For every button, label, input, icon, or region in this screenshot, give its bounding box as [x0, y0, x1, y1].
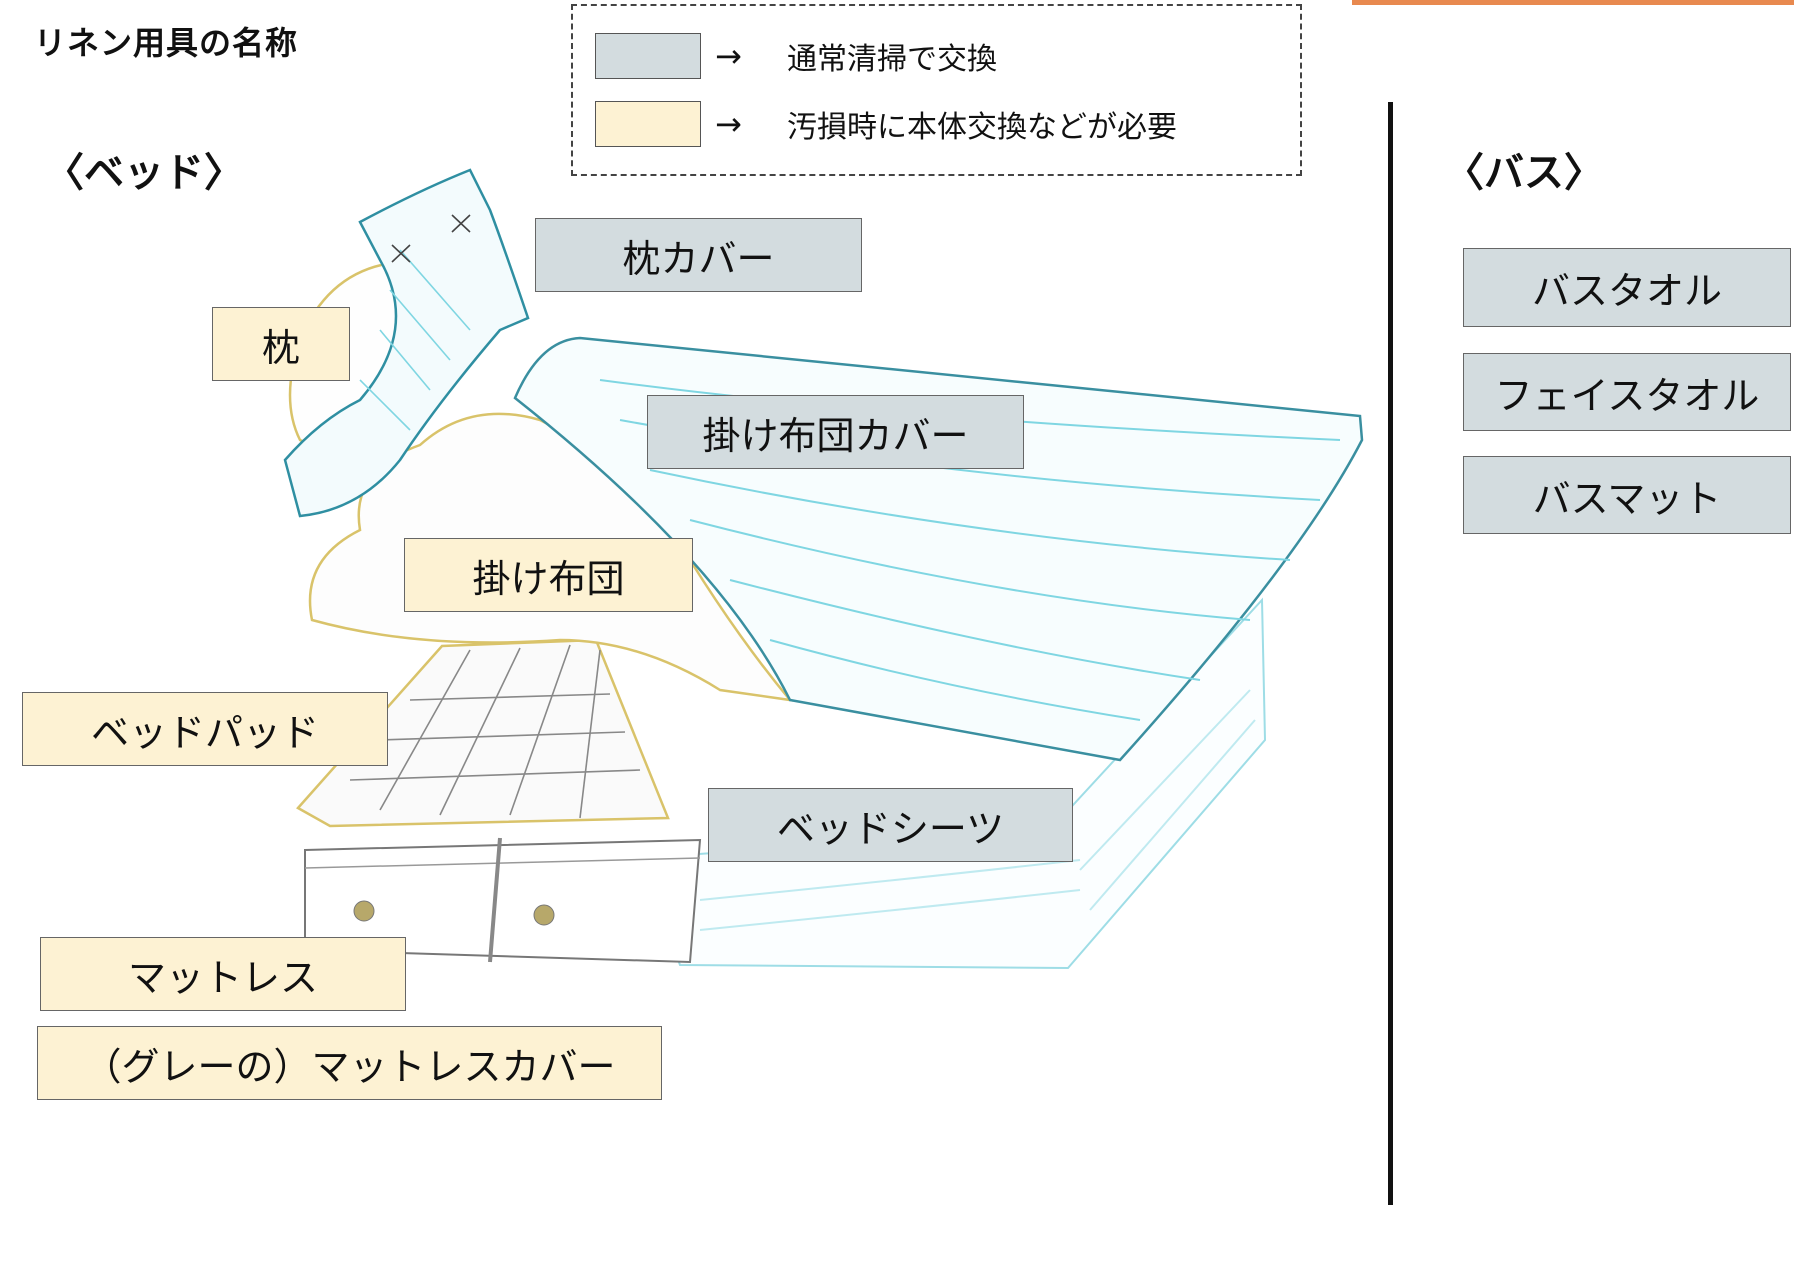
label-bed-sheet: ベッドシーツ	[708, 788, 1073, 862]
bed-pad-quilt	[349, 644, 641, 819]
label-mattress-cover: （グレーの）マットレスカバー	[37, 1026, 662, 1100]
accent-bar	[1352, 0, 1794, 5]
arrow-icon: →	[715, 105, 742, 143]
mattress-sketch	[304, 838, 702, 964]
legend-text-exchange: 通常清掃で交換	[787, 42, 997, 77]
label-duvet-cover: 掛け布団カバー	[647, 395, 1024, 469]
legend-swatch-cream	[595, 101, 701, 147]
pillow-cover-sketch	[283, 168, 530, 518]
legend-row-replace: → 汚損時に本体交換などが必要	[595, 100, 1177, 148]
bath-section-heading: 〈バス〉	[1444, 150, 1604, 196]
label-mattress: マットレス	[40, 937, 406, 1011]
pillow-stitch-marks	[391, 214, 471, 263]
bed-section-heading: 〈ベッド〉	[44, 150, 244, 196]
bed-sheet-lines	[699, 689, 1256, 931]
label-bed-pad: ベッドパッド	[22, 692, 388, 766]
page-title: リネン用具の名称	[34, 24, 299, 62]
legend-box: → 通常清掃で交換 → 汚損時に本体交換などが必要	[571, 4, 1302, 176]
legend-row-exchange: → 通常清掃で交換	[595, 32, 997, 80]
legend-swatch-gray	[595, 33, 701, 79]
arrow-icon: →	[715, 37, 742, 75]
pillow-cover-lines	[359, 249, 471, 431]
label-bath-towel: バスタオル	[1463, 248, 1791, 327]
bed-pad-sketch	[296, 638, 670, 828]
label-face-towel: フェイスタオル	[1463, 353, 1791, 431]
legend-text-replace: 汚損時に本体交換などが必要	[787, 110, 1177, 145]
label-pillow: 枕	[212, 307, 350, 381]
section-divider	[1388, 102, 1393, 1205]
label-bath-mat: バスマット	[1463, 456, 1791, 534]
label-pillow-cover: 枕カバー	[535, 218, 862, 292]
label-duvet: 掛け布団	[404, 538, 693, 612]
